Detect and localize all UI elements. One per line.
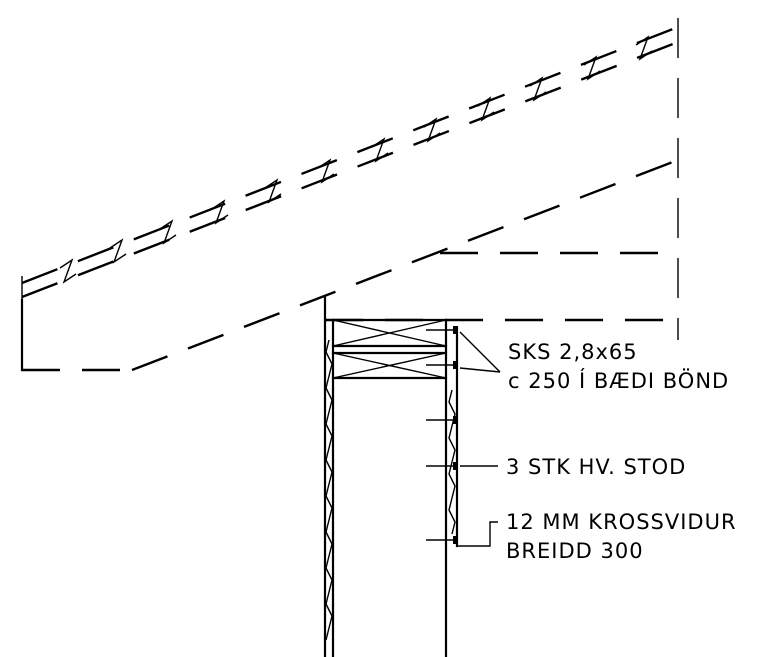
nails-spacing-label: c 250 Í BÆDI BÖND	[508, 368, 729, 393]
studs-label: 3 STK HV. STOD	[506, 455, 686, 479]
plywood-label: 12 MM KROSSVIDUR	[506, 510, 737, 534]
nail-markers	[426, 326, 458, 544]
blocking-bracing	[331, 318, 448, 380]
nails-spec-label: SKS 2,8x65	[508, 340, 638, 364]
soffit-outline	[20, 18, 679, 372]
plywood-width-label: BREIDD 300	[506, 539, 644, 563]
roof-rafter	[21, 25, 679, 300]
wall-section	[323, 294, 459, 657]
leader-lines	[458, 331, 501, 547]
